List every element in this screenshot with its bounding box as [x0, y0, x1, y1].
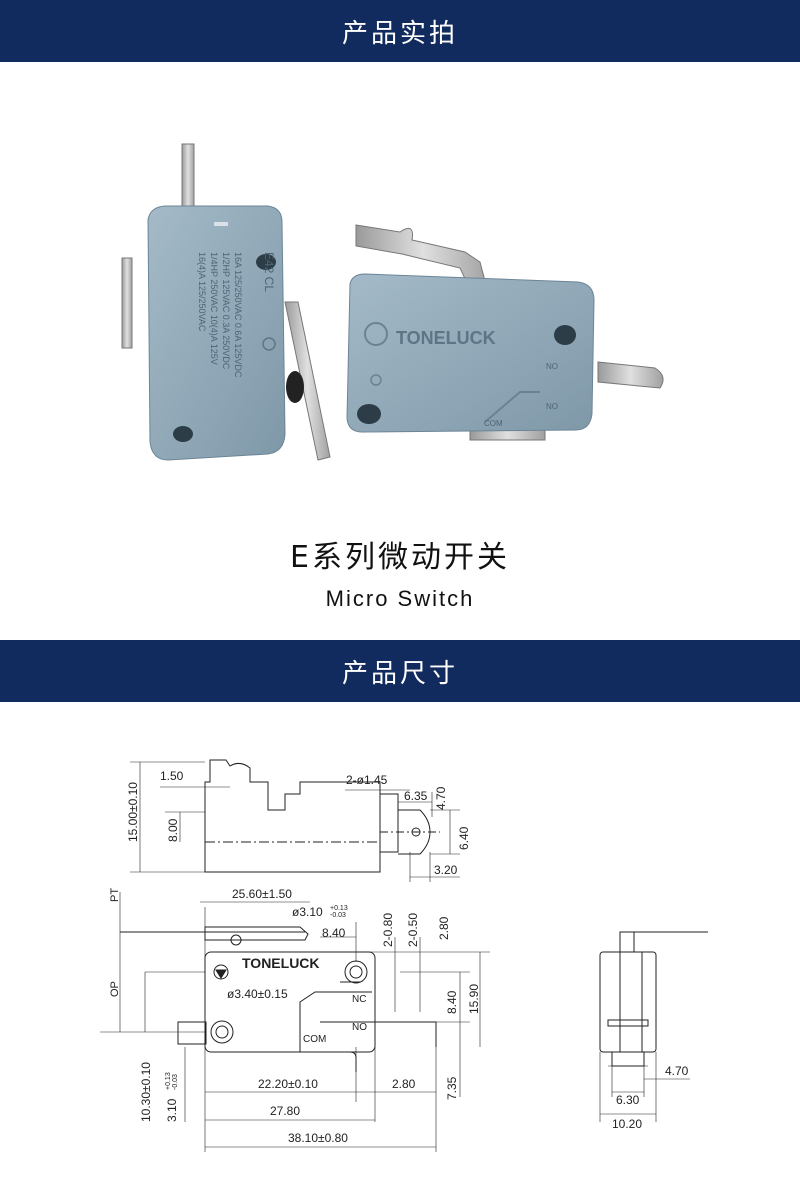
dim-label: -0.03	[172, 1074, 179, 1090]
product-title: E系列微动开关	[290, 540, 510, 575]
front-view-labels: TONELUCK NC NO COM PT OP 25.60±1.50 ø3.1…	[109, 887, 481, 1145]
terminal-nc-label: NC	[352, 994, 366, 1005]
dim-label: 15.00±0.10	[126, 782, 140, 842]
svg-text:16A 125/250VAC 0.6A 125VDC: 16A 125/250VAC 0.6A 125VDC	[233, 252, 243, 378]
dim-label: 6.35	[404, 789, 428, 803]
dim-label: 27.80	[270, 1104, 300, 1118]
dim-label: 2-ø1.45	[346, 773, 388, 787]
svg-text:E42 CL: E42 CL	[262, 252, 276, 292]
top-view	[130, 759, 460, 882]
dim-label: 2-0.50	[406, 913, 420, 947]
dimension-drawing: 1.50 15.00±0.10 8.00 2-ø1.45 6.35 4.70 6…	[100, 759, 708, 1152]
dim-label: 15.90	[467, 984, 481, 1014]
dim-label: 10.30±0.10	[139, 1062, 153, 1122]
dim-label: 3.20	[434, 863, 458, 877]
dim-label: 1.50	[160, 769, 184, 783]
dim-label: 8.00	[166, 818, 180, 842]
dim-label: 7.35	[445, 1076, 459, 1100]
product-photo: 16A 125/250VAC 0.6A 125VDC 1/2HP 125VAC …	[121, 143, 664, 461]
left-switch: 16A 125/250VAC 0.6A 125VDC 1/2HP 125VAC …	[121, 143, 331, 461]
front-view	[100, 892, 490, 1152]
pt-label: PT	[109, 888, 121, 902]
section-banner-dimensions: 产品尺寸	[0, 640, 800, 702]
dim-label: +0.13	[330, 905, 348, 912]
dim-label: 25.60±1.50	[232, 887, 292, 901]
dim-label: 22.20±0.10	[258, 1077, 318, 1091]
right-switch: TONELUCK NO NO COM	[346, 224, 664, 441]
dim-label: +0.13	[165, 1072, 172, 1090]
svg-text:NO: NO	[546, 362, 558, 371]
dim-label: -0.03	[330, 912, 346, 919]
top-view-labels: 1.50 15.00±0.10 8.00 2-ø1.45 6.35 4.70 6…	[126, 769, 471, 877]
dim-label: 4.70	[665, 1064, 689, 1078]
terminal-no-label: NO	[352, 1022, 367, 1033]
op-label: OP	[109, 981, 121, 997]
section-banner-photo: 产品实拍	[0, 0, 800, 62]
product-subtitle: Micro Switch	[325, 586, 475, 611]
terminal-com-label: COM	[303, 1034, 326, 1045]
dim-label: 6.30	[616, 1093, 640, 1107]
svg-text:COM: COM	[484, 419, 503, 428]
dim-label: 8.40	[445, 990, 459, 1014]
side-view	[599, 931, 708, 1122]
dim-label: 38.10±0.80	[288, 1131, 348, 1145]
dim-label: 2-0.80	[381, 913, 395, 947]
dim-label: 4.70	[434, 786, 448, 810]
drawing-brand: TONELUCK	[242, 955, 320, 971]
dim-label: 2.80	[392, 1077, 416, 1091]
svg-text:16(4)A 125/250VAC: 16(4)A 125/250VAC	[197, 252, 207, 332]
svg-text:NO: NO	[546, 402, 558, 411]
dim-label: 8.40	[322, 926, 346, 940]
photo-brand: TONELUCK	[396, 328, 496, 348]
svg-text:1/4HP 250VAC 10(4)A 125V: 1/4HP 250VAC 10(4)A 125V	[209, 252, 219, 365]
svg-text:1/2HP 125VAC 0.3A 250VDC: 1/2HP 125VAC 0.3A 250VDC	[221, 252, 231, 370]
section-title-photo: 产品实拍	[341, 18, 458, 49]
dim-label: 3.10	[165, 1098, 179, 1122]
dim-label: 6.40	[457, 826, 471, 850]
dim-label: 2.80	[437, 916, 451, 940]
dim-label: ø3.10	[292, 905, 323, 919]
side-view-labels: 4.70 6.30 10.20	[612, 1064, 689, 1131]
dim-label: ø3.40±0.15	[227, 987, 288, 1001]
section-title-dimensions: 产品尺寸	[341, 658, 458, 689]
dim-label: 10.20	[612, 1117, 642, 1131]
